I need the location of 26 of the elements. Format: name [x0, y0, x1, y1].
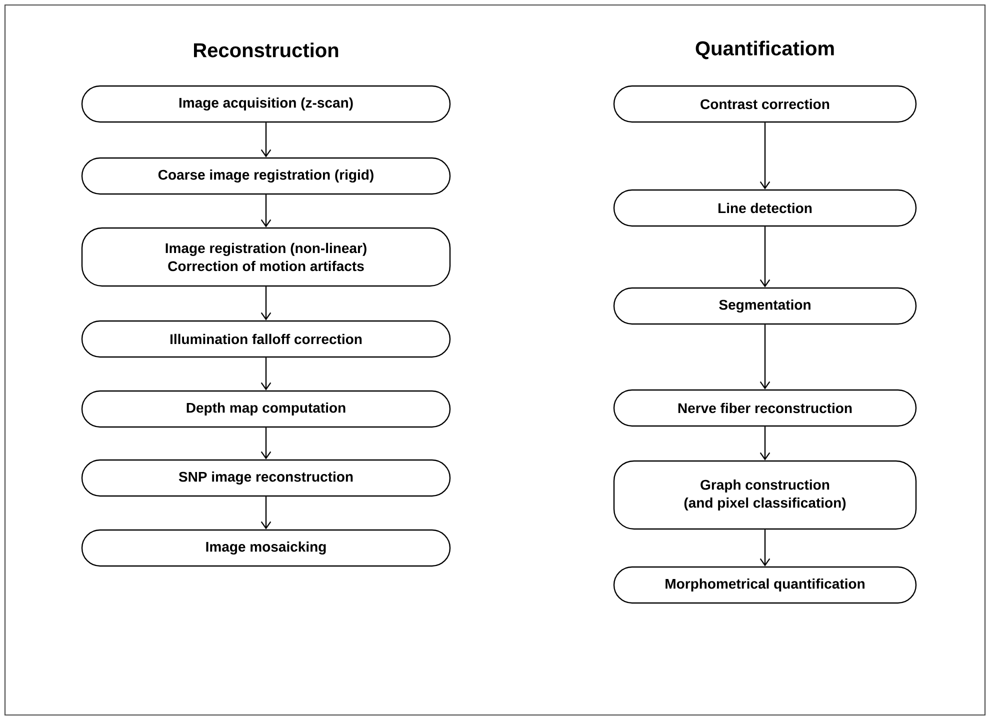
arrow: [760, 530, 770, 566]
column-heading: Reconstruction: [194, 42, 338, 58]
arrow: [260, 428, 272, 460]
process-box: Coarse image registration (rigid): [81, 157, 451, 195]
process-box: SNP image reconstruction: [81, 459, 451, 497]
process-box: Image acquisition (z-scan): [81, 85, 451, 123]
process-box: Depth map computation: [81, 390, 451, 428]
process-box: Segmentation: [613, 287, 917, 325]
arrow: [260, 496, 272, 530]
arrow: [760, 226, 770, 288]
arrow: [760, 324, 770, 390]
process-box: Image registration (non-linear) Correction of motion artifacts: [81, 227, 451, 287]
arrow: [260, 194, 272, 228]
process-box: Illumination falloff correction: [81, 320, 451, 358]
arrow: [760, 426, 770, 460]
arrow: [260, 286, 272, 320]
process-box: Nerve fiber reconstruction: [613, 389, 917, 427]
arrow: [260, 122, 272, 158]
process-box: Image mosaicking: [81, 529, 451, 567]
process-box: Graph construction (and pixel classification): [613, 460, 917, 530]
process-box: Line detection: [613, 189, 917, 227]
process-box: Contrast correction: [613, 85, 917, 123]
arrow: [260, 358, 272, 390]
arrow: [760, 122, 770, 190]
column-heading: Quantificatiom: [696, 40, 834, 60]
process-box: Morphometrical quantification: [613, 566, 917, 604]
